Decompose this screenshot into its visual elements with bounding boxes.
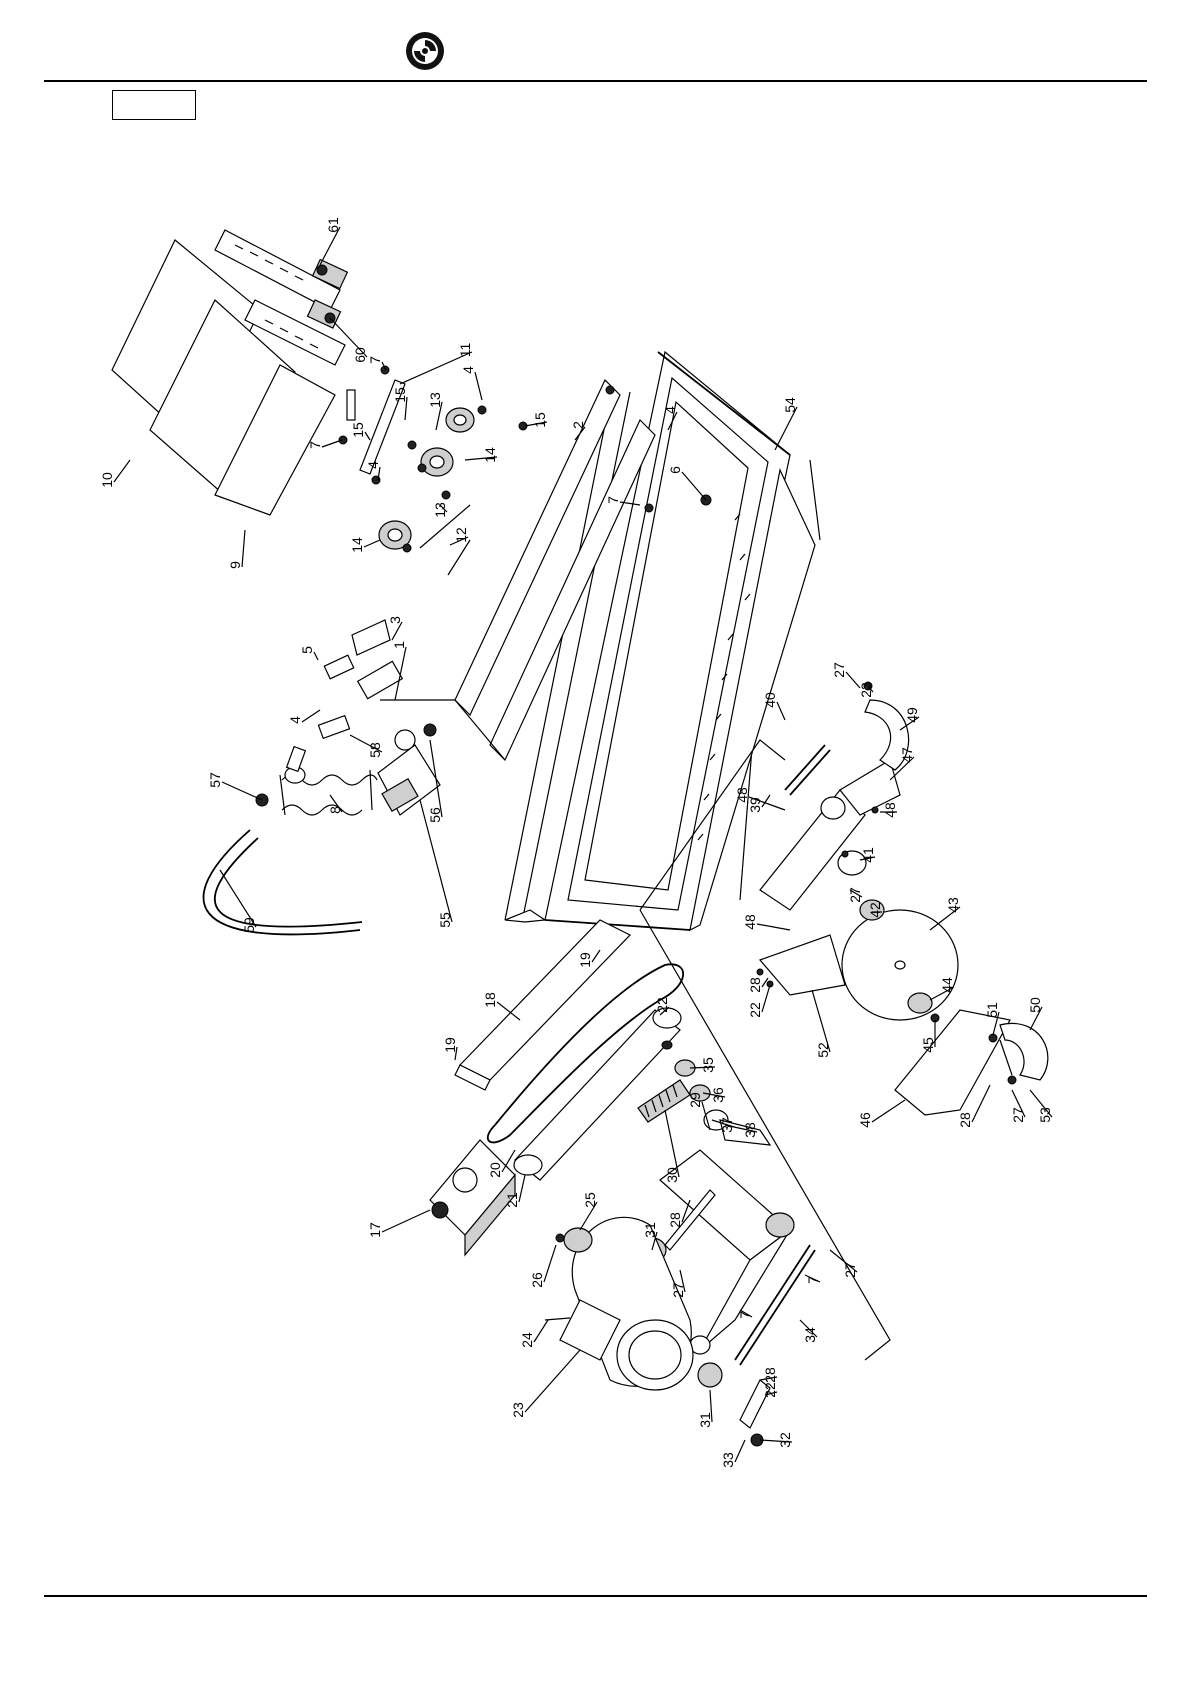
leader-line — [475, 372, 482, 400]
part-number-label: 45 — [920, 1037, 936, 1053]
part-number-label: 21 — [504, 1192, 520, 1208]
part-number-label: 43 — [945, 897, 961, 913]
part-number-label: 10 — [99, 472, 115, 488]
leader-line — [314, 652, 318, 660]
part-number-label: 28 — [667, 1212, 683, 1228]
leader-line — [242, 530, 245, 567]
part-number-label: 40 — [762, 692, 778, 708]
part-number-label: 33 — [720, 1452, 736, 1468]
part-number-label: 17 — [367, 1222, 383, 1238]
part-number-label: 9 — [227, 561, 243, 569]
part-number-label: 14 — [349, 537, 365, 553]
leader-line — [665, 1110, 679, 1177]
part-number-label: 7 — [737, 1311, 753, 1319]
part-number-label: 5 — [299, 646, 315, 654]
leader-line — [544, 1245, 556, 1282]
leader-line — [777, 702, 785, 720]
leader-line — [382, 1210, 430, 1232]
part-number-label: 31 — [697, 1412, 713, 1428]
part-number-label: 49 — [904, 707, 920, 723]
leader-line — [972, 1085, 990, 1122]
part-number-label: 47 — [899, 747, 915, 763]
leader-line — [525, 1350, 580, 1412]
part-number-label: 7 — [367, 356, 383, 364]
part-number-label: 58 — [367, 742, 383, 758]
part-number-label: 19 — [442, 1037, 458, 1053]
leader-line — [302, 710, 320, 722]
part-number-label: 4 — [365, 461, 381, 469]
switch-box — [430, 1140, 515, 1255]
blade-head — [760, 682, 909, 910]
part-number-label: 15 — [392, 387, 408, 403]
part-number-label: 24 — [519, 1332, 535, 1348]
part-number-label: 35 — [700, 1057, 716, 1073]
part-number-label: 4 — [460, 366, 476, 374]
part-number-label: 28 — [762, 1367, 778, 1383]
part-number-label: 20 — [487, 1162, 503, 1178]
leader-line — [872, 1100, 905, 1122]
leader-line — [534, 1320, 548, 1342]
part-number-label: 27 — [847, 887, 863, 903]
part-number-label: 3 — [387, 616, 403, 624]
leader-line — [757, 924, 790, 930]
leader-line — [762, 985, 770, 1012]
part-number-label: 4 — [287, 716, 303, 724]
footer-rule — [44, 1595, 1147, 1597]
part-number-label: 22 — [747, 1002, 763, 1018]
part-number-label: 27 — [842, 1262, 858, 1278]
part-number-label: 46 — [857, 1112, 873, 1128]
part-number-label: 27 — [831, 662, 847, 678]
part-number-label: 57 — [207, 772, 223, 788]
part-number-label: 42 — [867, 902, 883, 918]
leader-line — [735, 1440, 745, 1462]
motor-mount — [455, 920, 683, 1180]
leader-line — [364, 540, 380, 547]
leader-line — [222, 782, 262, 800]
part-number-label: 22 — [762, 1382, 778, 1398]
part-number-label: 13 — [427, 392, 443, 408]
part-number-label: 22 — [654, 997, 670, 1013]
part-number-label: 28 — [747, 977, 763, 993]
part-number-label: 7 — [605, 496, 621, 504]
leader-line — [322, 440, 342, 447]
part-number-label: 2 — [570, 421, 586, 429]
part-number-label: 4 — [662, 406, 678, 414]
part-number-label: 18 — [482, 992, 498, 1008]
part-number-label: 52 — [815, 1042, 831, 1058]
extension-table — [112, 230, 347, 515]
part-number-label: 15 — [350, 422, 366, 438]
part-number-label: 48 — [882, 802, 898, 818]
part-number-label: 19 — [577, 952, 593, 968]
part-number-label: 32 — [777, 1432, 793, 1448]
part-number-label: 23 — [510, 1402, 526, 1418]
leader-line — [519, 1175, 525, 1202]
leader-line — [762, 795, 770, 807]
part-number-label: 7 — [805, 1276, 821, 1284]
part-number-label: 7 — [307, 441, 323, 449]
part-number-label: 14 — [482, 447, 498, 463]
leader-line — [114, 460, 130, 482]
part-number-label: 28 — [957, 1112, 973, 1128]
leader-line — [846, 672, 860, 688]
part-number-label: 26 — [529, 1272, 545, 1288]
part-number-label: 41 — [860, 847, 876, 863]
part-number-label: 29 — [687, 1092, 703, 1108]
leader-line — [220, 870, 256, 927]
part-number-label: 1 — [391, 641, 407, 649]
part-number-label: 15 — [532, 412, 548, 428]
part-number-label: 6 — [667, 466, 683, 474]
part-number-label: 48 — [742, 914, 758, 930]
diamond-blade — [842, 900, 958, 1022]
part-number-label: 48 — [734, 787, 750, 803]
clamp-assembly — [256, 620, 440, 815]
